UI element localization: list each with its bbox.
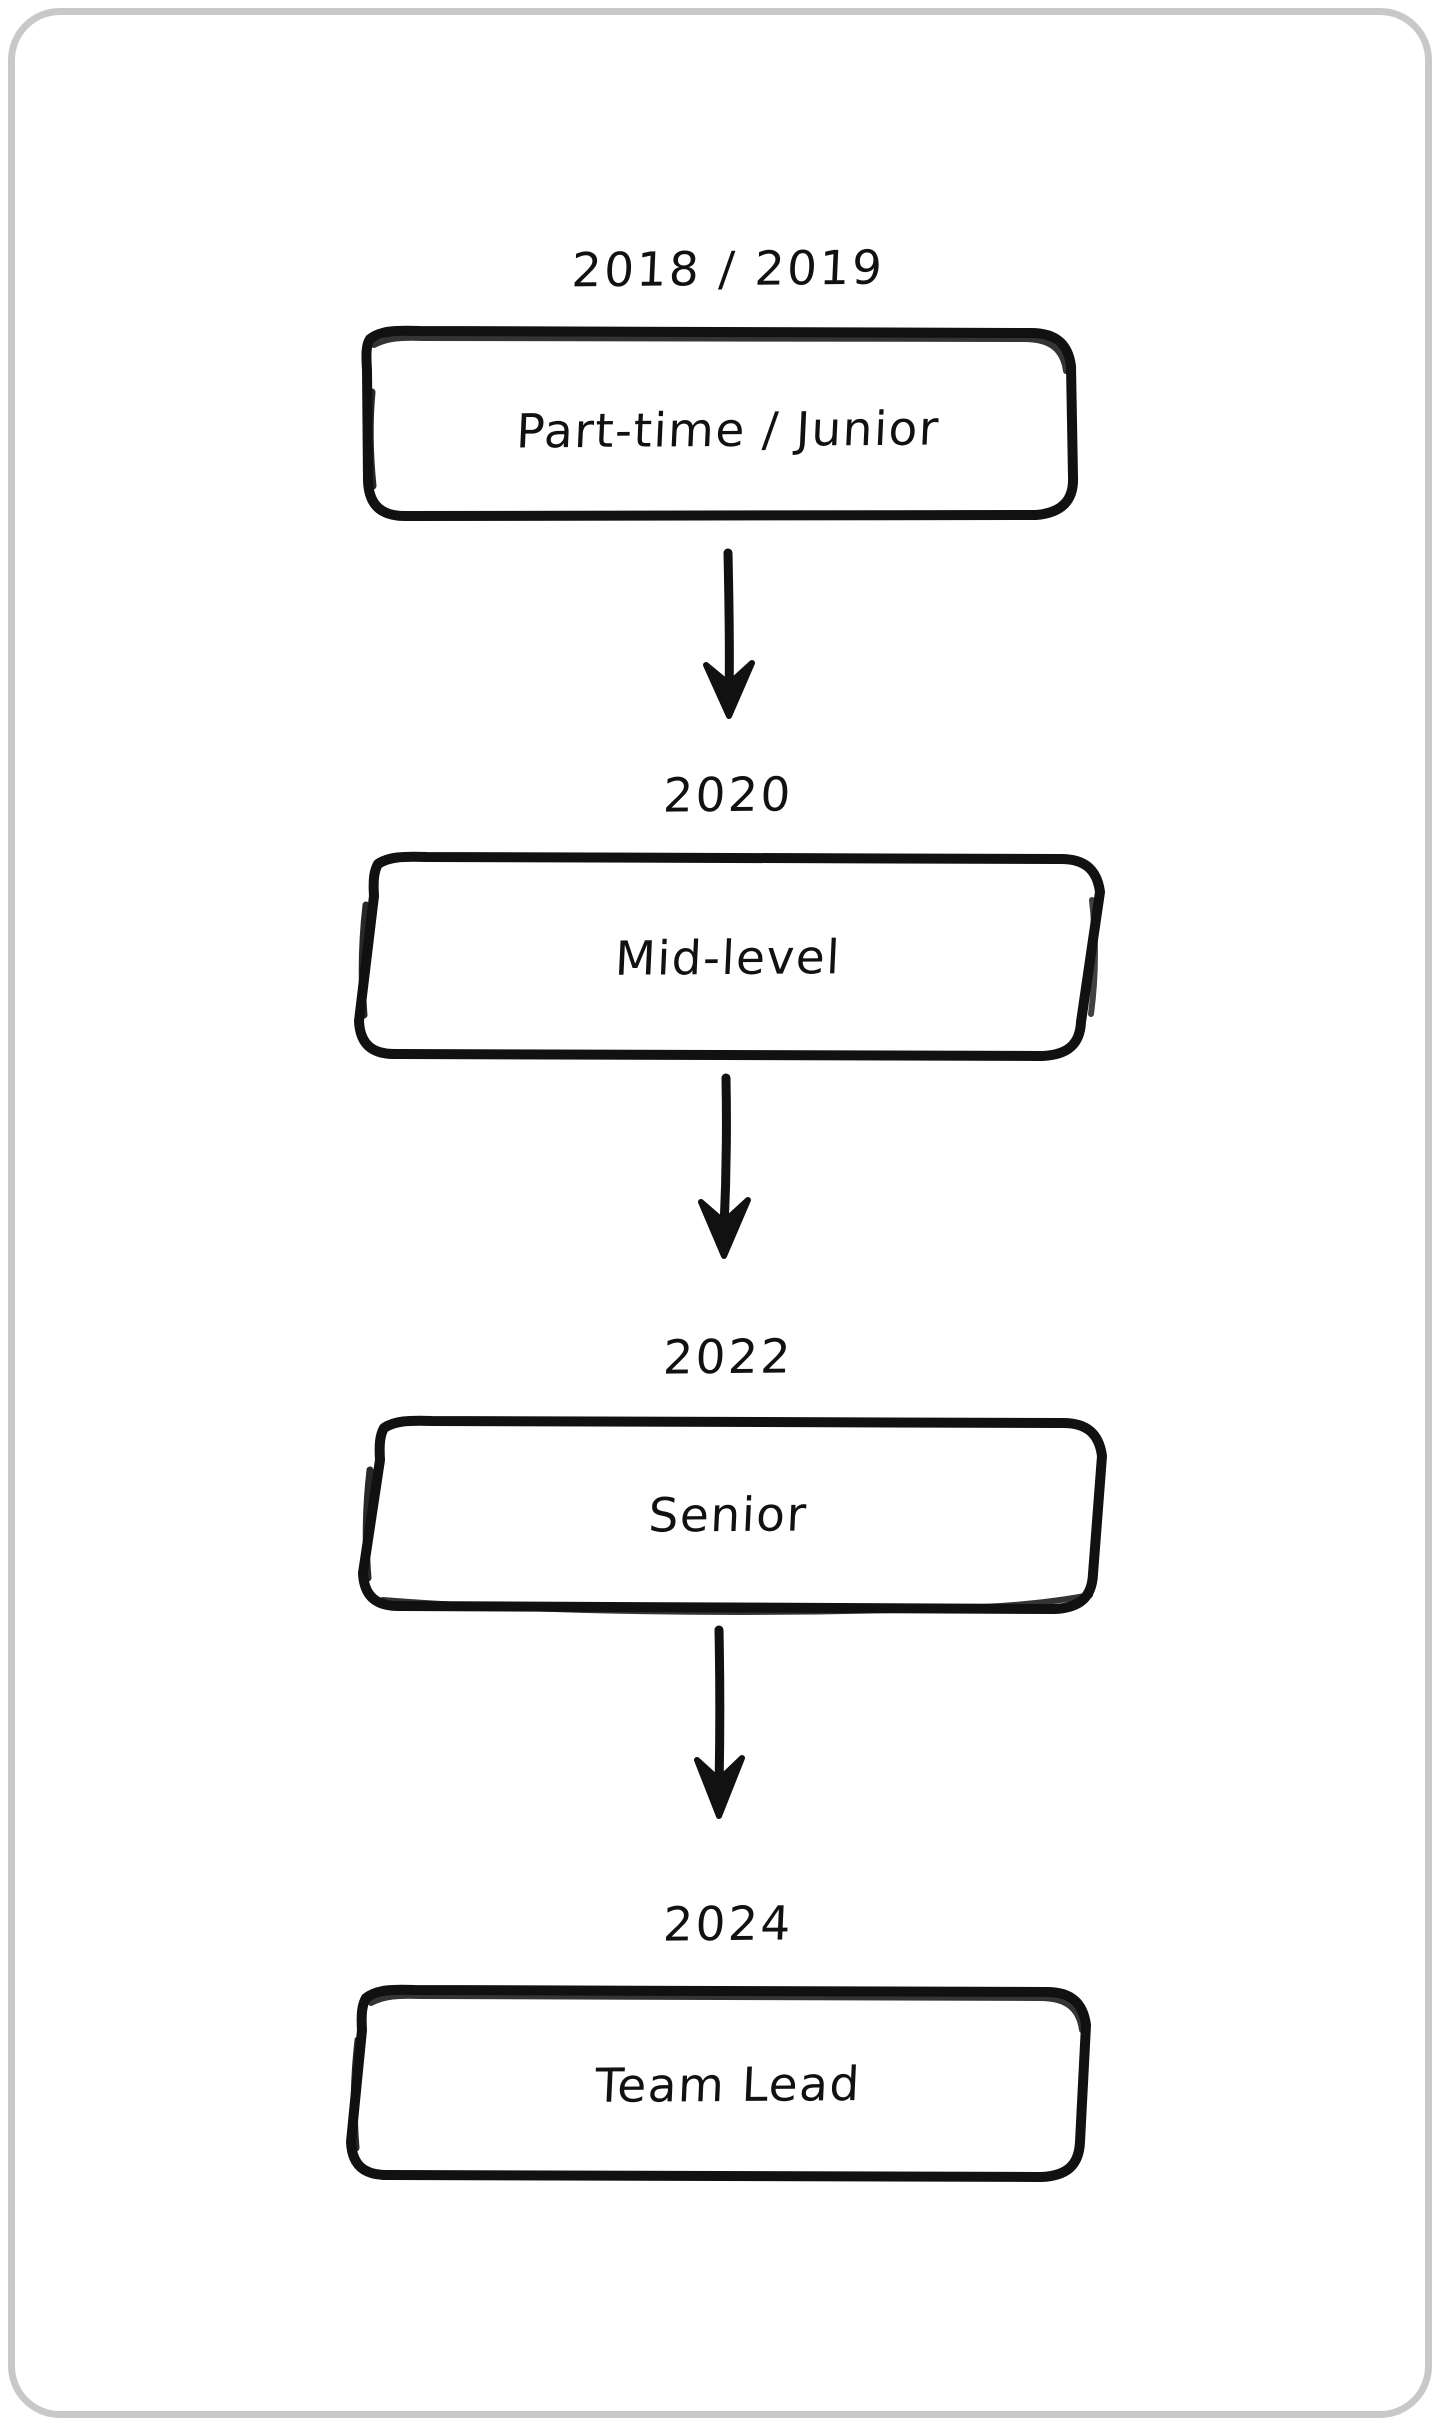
connector-arrow-3 [694,1625,745,1819]
node-label-step-1: Part-time / Junior [515,401,941,460]
node-label-step-3: Senior [647,1487,809,1544]
connector-arrow-1 [703,548,755,719]
node-shape-step-1[interactable] [361,325,1079,522]
node-shape-step-3[interactable] [358,1415,1107,1615]
node-shape-step-4[interactable] [346,1984,1091,2182]
connector-arrow-2 [698,1073,751,1259]
node-label-step-2: Mid-level [613,930,843,987]
node-label-step-4: Team Lead [593,2057,863,2114]
node-shape-step-2[interactable] [354,851,1105,1061]
